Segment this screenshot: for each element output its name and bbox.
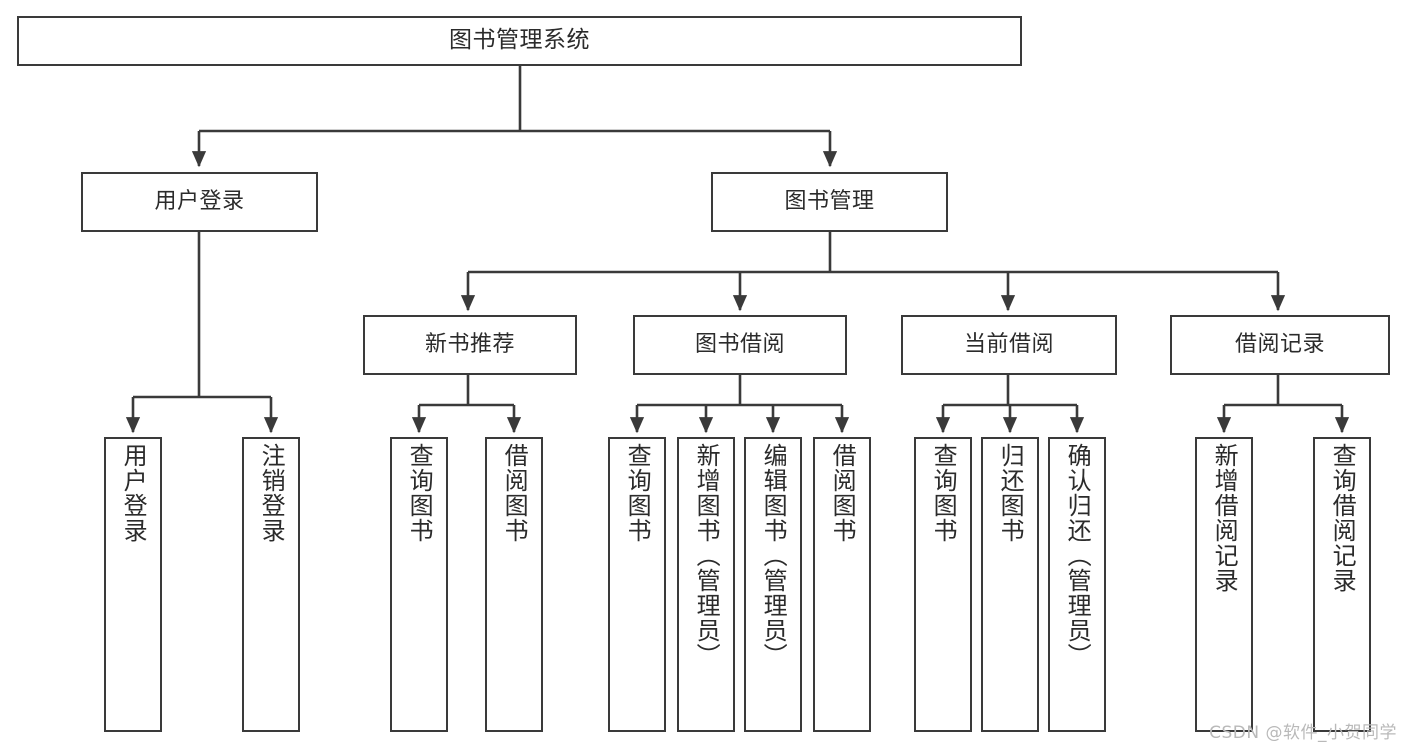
node-leaf-query-book-current[interactable]: 查询图书 xyxy=(914,437,972,732)
node-label: 确认归还（管理员） xyxy=(1063,443,1092,668)
node-leaf-confirm-return-admin[interactable]: 确认归还（管理员） xyxy=(1048,437,1106,732)
node-label: 图书管理系统 xyxy=(449,27,590,54)
node-label: 查询借阅记录 xyxy=(1328,443,1357,593)
node-book-borrowing[interactable]: 图书借阅 xyxy=(633,315,847,375)
node-label: 图书借阅 xyxy=(694,331,785,357)
node-current-borrowing[interactable]: 当前借阅 xyxy=(901,315,1117,375)
node-label: 查询图书 xyxy=(405,443,434,543)
node-label: 用户登录 xyxy=(119,443,148,543)
node-label: 新增借阅记录 xyxy=(1210,443,1239,593)
node-leaf-user-login[interactable]: 用户登录 xyxy=(104,437,162,732)
node-label: 编辑图书（管理员） xyxy=(759,443,788,668)
node-label: 借阅记录 xyxy=(1234,331,1325,357)
node-label: 用户登录 xyxy=(154,188,245,214)
node-label: 借阅图书 xyxy=(828,443,857,543)
node-leaf-query-book-borrow[interactable]: 查询图书 xyxy=(608,437,666,732)
node-label: 新增图书（管理员） xyxy=(692,443,721,668)
node-label: 归还图书 xyxy=(996,443,1025,543)
node-root-book-management-system[interactable]: 图书管理系统 xyxy=(17,16,1022,66)
node-label: 查询图书 xyxy=(929,443,958,543)
node-leaf-query-borrow-record[interactable]: 查询借阅记录 xyxy=(1313,437,1371,732)
node-label: 新书推荐 xyxy=(424,331,515,357)
node-new-book-recommendation[interactable]: 新书推荐 xyxy=(363,315,577,375)
node-label: 当前借阅 xyxy=(963,331,1054,357)
node-label: 查询图书 xyxy=(623,443,652,543)
node-borrowing-record[interactable]: 借阅记录 xyxy=(1170,315,1390,375)
node-leaf-add-borrow-record[interactable]: 新增借阅记录 xyxy=(1195,437,1253,732)
node-leaf-borrow-book[interactable]: 借阅图书 xyxy=(813,437,871,732)
node-leaf-edit-book-admin[interactable]: 编辑图书（管理员） xyxy=(744,437,802,732)
node-label: 借阅图书 xyxy=(500,443,529,543)
node-label: 图书管理 xyxy=(784,188,875,214)
node-leaf-query-book-recommend[interactable]: 查询图书 xyxy=(390,437,448,732)
node-leaf-logout-login[interactable]: 注销登录 xyxy=(242,437,300,732)
node-book-management[interactable]: 图书管理 xyxy=(711,172,948,232)
node-leaf-add-book-admin[interactable]: 新增图书（管理员） xyxy=(677,437,735,732)
node-leaf-borrow-book-recommend[interactable]: 借阅图书 xyxy=(485,437,543,732)
node-label: 注销登录 xyxy=(257,443,286,543)
node-leaf-return-book[interactable]: 归还图书 xyxy=(981,437,1039,732)
watermark-text: CSDN @软件_小贺同学 xyxy=(1209,723,1397,743)
node-user-login[interactable]: 用户登录 xyxy=(81,172,318,232)
